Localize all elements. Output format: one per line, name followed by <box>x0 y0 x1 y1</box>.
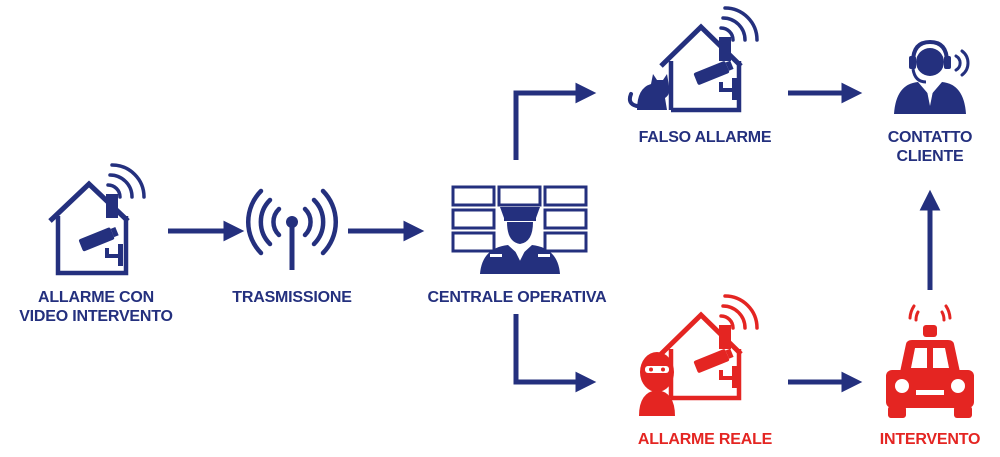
false-alarm-node-label: FALSO ALLARME <box>615 128 795 147</box>
police-car-icon <box>886 304 974 418</box>
central-label: CENTRALE OPERATIVA <box>427 289 607 306</box>
transmission-node-label: TRASMISSIONE <box>212 288 372 307</box>
connectors <box>168 82 941 393</box>
broadcast-antenna-icon <box>246 188 338 270</box>
contact-label-line2: CLIENTE <box>896 148 964 165</box>
house-camera-wifi-icon <box>48 163 146 276</box>
guard-monitors-icon <box>451 185 588 274</box>
central-node-label: CENTRALE OPERATIVA <box>410 288 624 307</box>
false-alarm-label: FALSO ALLARME <box>638 129 772 146</box>
contact-node-label: CONTATTO CLIENTE <box>860 128 1000 166</box>
arrow-central-to-false-alarm <box>513 82 597 160</box>
intervention-label: INTERVENTO <box>879 431 981 448</box>
intervention-node-label: INTERVENTO <box>860 430 1000 449</box>
alarm-label-line2: VIDEO INTERVENTO <box>19 308 173 325</box>
arrow-central-to-real-alarm <box>513 314 597 393</box>
alarm-node-label: ALLARME CON VIDEO INTERVENTO <box>0 288 192 326</box>
real-alarm-node-label: ALLARME REALE <box>610 430 800 449</box>
house-camera-cat-icon <box>627 6 759 113</box>
transmission-label: TRASMISSIONE <box>232 289 352 306</box>
alarm-label-line1: ALLARME CON <box>37 289 154 306</box>
operator-headset-icon <box>894 39 970 114</box>
real-alarm-label: ALLARME REALE <box>637 431 773 448</box>
house-camera-thief-icon <box>639 294 759 416</box>
contact-label-line1: CONTATTO <box>887 129 973 146</box>
